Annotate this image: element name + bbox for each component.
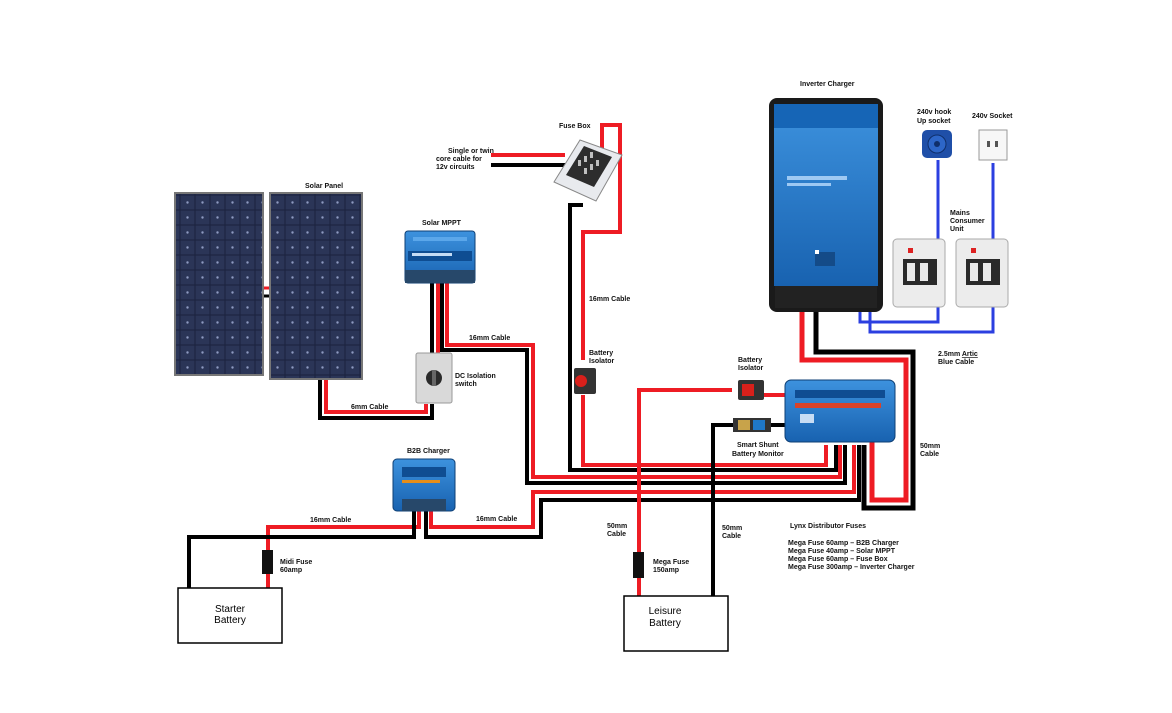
fuse-box-device: [553, 139, 623, 202]
b2b-out-positive: [429, 445, 856, 529]
label-cable-50mm-right-2: Cable: [920, 451, 939, 458]
label-smart-shunt-1: Smart Shunt: [737, 442, 779, 449]
cables: [187, 123, 995, 598]
inverter-charger-device: [769, 98, 883, 312]
leisure-battery: [623, 595, 729, 652]
label-hookup-socket-2: Up socket: [917, 118, 951, 125]
label-battery-isolator-1a: Battery: [589, 350, 613, 357]
label-dc-isolation-2: switch: [455, 381, 477, 388]
label-b2b-charger: B2B Charger: [407, 448, 450, 455]
ac-inverter-1: [858, 302, 940, 324]
consumer-unit-1: [892, 238, 946, 308]
fusebox-positive: [581, 123, 622, 360]
label-mega-fuse-2: 150amp: [653, 567, 679, 574]
socket-240v: [978, 129, 1008, 161]
label-twin-core-2: core cable for: [436, 156, 482, 163]
mppt-negative: [440, 283, 847, 485]
label-mains-consumer-3: Unit: [950, 226, 964, 233]
b2b-charger-device: [392, 458, 456, 512]
label-leisure-battery-1: Leisure: [649, 606, 682, 617]
label-dc-isolation-1: DC Isolation: [455, 373, 496, 380]
lynx-fuse-4: Mega Fuse 300amp – Inverter Charger: [788, 564, 915, 571]
label-solar-panel: Solar Panel: [305, 183, 343, 190]
label-cable-50mm-right-1: 50mm: [920, 443, 940, 450]
label-cable-16mm-b2b-left: 16mm Cable: [310, 517, 351, 524]
label-cable-16mm-fusebox: 16mm Cable: [589, 296, 630, 303]
lynx-fuse-2: Mega Fuse 40amp – Solar MPPT: [788, 548, 896, 555]
starter-battery: [177, 587, 283, 644]
lynx-fuse-3: Mega Fuse 60amp – Fuse Box: [788, 556, 888, 563]
label-midi-fuse-1: Midi Fuse: [280, 559, 312, 566]
label-battery-isolator-2a: Battery: [738, 357, 762, 364]
label-cable-50mm-a-2: Cable: [607, 531, 626, 538]
label-battery-isolator-1b: Isolator: [589, 358, 615, 365]
smart-shunt-device: [733, 418, 771, 432]
midi-fuse: [262, 550, 273, 574]
mppt-positive: [445, 283, 842, 479]
inverter-negative: [813, 310, 916, 511]
label-cable-16mm-b2b-right: 16mm Cable: [476, 516, 517, 523]
label-leisure-battery-2: Battery: [649, 618, 681, 629]
battery-isolator-1: [574, 368, 596, 394]
label-midi-fuse-2: 60amp: [280, 567, 302, 574]
lynx-fuse-1: Mega Fuse 60amp – B2B Charger: [788, 540, 899, 547]
b2b-out-negative: [424, 445, 861, 539]
mega-fuse: [633, 552, 644, 578]
label-starter-battery-2: Battery: [214, 615, 246, 626]
label-arctic-blue-1: 2.5mm Artic: [938, 351, 978, 358]
label-twin-core-3: 12v circuits: [436, 164, 475, 171]
hookup-socket: [922, 130, 952, 158]
label-battery-isolator-2b: Isolator: [738, 365, 764, 372]
label-twin-core-1: Single or twin: [448, 148, 494, 155]
solar-mppt-device: [404, 230, 476, 284]
consumer-unit-2: [955, 238, 1009, 308]
label-cable-16mm-mppt: 16mm Cable: [469, 335, 510, 342]
lynx-title: Lynx Distributor Fuses: [790, 523, 866, 530]
label-cable-50mm-b-1: 50mm: [722, 525, 742, 532]
label-starter-battery-1: Starter: [215, 604, 246, 615]
ac-inverter-2: [868, 302, 995, 334]
battery-isolator-2: [738, 380, 764, 400]
label-cable-6mm: 6mm Cable: [351, 404, 388, 411]
label-mains-consumer-2: Consumer: [950, 218, 985, 225]
label-arctic-blue-2: Blue Cable: [938, 359, 974, 366]
inverter-positive: [799, 310, 909, 503]
fusebox-negative: [568, 203, 838, 472]
label-socket-240v: 240v Socket: [972, 113, 1013, 120]
pv-negative: [318, 378, 434, 420]
label-smart-shunt-2: Battery Monitor: [732, 451, 784, 458]
label-inverter-charger: Inverter Charger: [800, 81, 855, 88]
dc-isolation-switch: [415, 352, 453, 404]
lynx-distributor-device: [784, 379, 896, 443]
solar-panel: [174, 192, 363, 380]
leisure-positive: [637, 388, 732, 598]
label-mega-fuse-1: Mega Fuse: [653, 559, 689, 566]
b2b-in-negative: [187, 510, 416, 590]
label-cable-50mm-b-2: Cable: [722, 533, 741, 540]
pv-positive: [324, 378, 428, 414]
label-mains-consumer-1: Mains: [950, 210, 970, 217]
label-hookup-socket-1: 240v hook: [917, 109, 951, 116]
isolator-to-lynx: [581, 395, 828, 467]
label-cable-50mm-a-1: 50mm: [607, 523, 627, 530]
label-fuse-box: Fuse Box: [559, 123, 591, 130]
label-solar-mppt: Solar MPPT: [422, 220, 462, 227]
